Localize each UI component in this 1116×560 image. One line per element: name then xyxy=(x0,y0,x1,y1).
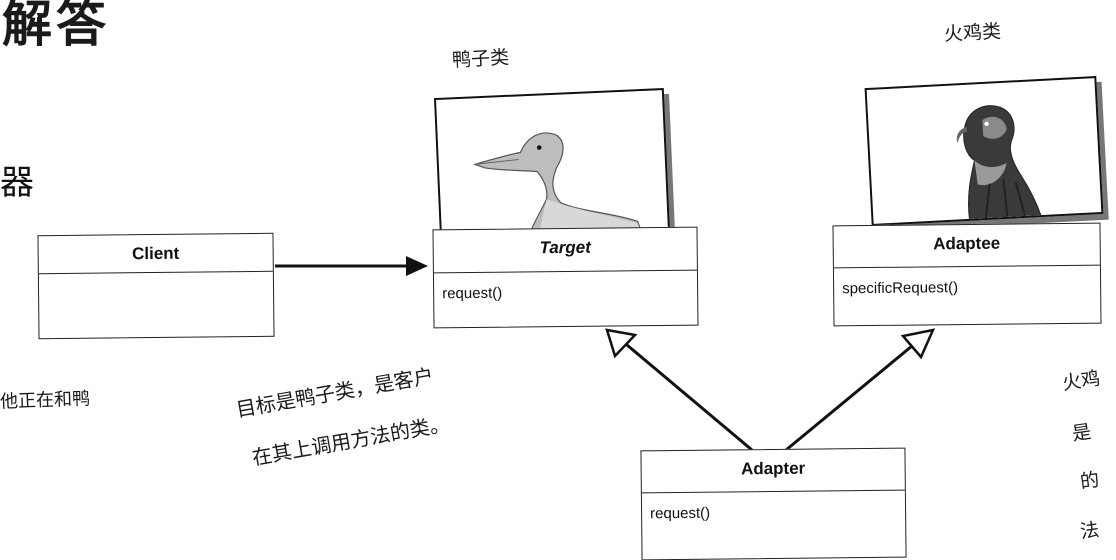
client-class-name: Client xyxy=(38,233,273,275)
inheritance-line-target xyxy=(626,343,753,452)
inheritance-line-adaptee xyxy=(785,344,913,452)
inheritance-arrowhead-adaptee xyxy=(900,328,936,360)
right-note-line-3: 的 xyxy=(1078,468,1101,494)
adaptee-class-operations: specificRequest() xyxy=(842,279,959,298)
target-class-operations: request() xyxy=(442,284,503,303)
inheritance-arrowhead-target xyxy=(605,328,638,359)
turkey-image xyxy=(956,105,1043,222)
association-arrowhead xyxy=(406,256,428,276)
target-class: Target request() xyxy=(432,226,699,329)
adapter-class: Adapter request() xyxy=(640,447,907,560)
adapter-class-operations: request() xyxy=(650,504,711,523)
section-title-fragment: 器 xyxy=(0,163,34,203)
page-title: 解答 xyxy=(2,0,110,53)
target-class-name: Target xyxy=(433,227,697,274)
right-note-line-4: 法 xyxy=(1078,518,1101,544)
right-note-line-1: 火鸡 xyxy=(1060,367,1102,395)
left-note: 他正在和鸭 xyxy=(0,388,91,413)
client-class: Client xyxy=(37,232,275,340)
adaptee-class-name: Adaptee xyxy=(833,223,1100,269)
client-class-operations xyxy=(39,272,273,286)
right-note-line-2: 是 xyxy=(1070,420,1093,446)
adaptee-class: Adaptee specificRequest() xyxy=(832,222,1102,327)
adapter-class-name: Adapter xyxy=(641,448,905,494)
turkey-photo xyxy=(864,76,1104,226)
